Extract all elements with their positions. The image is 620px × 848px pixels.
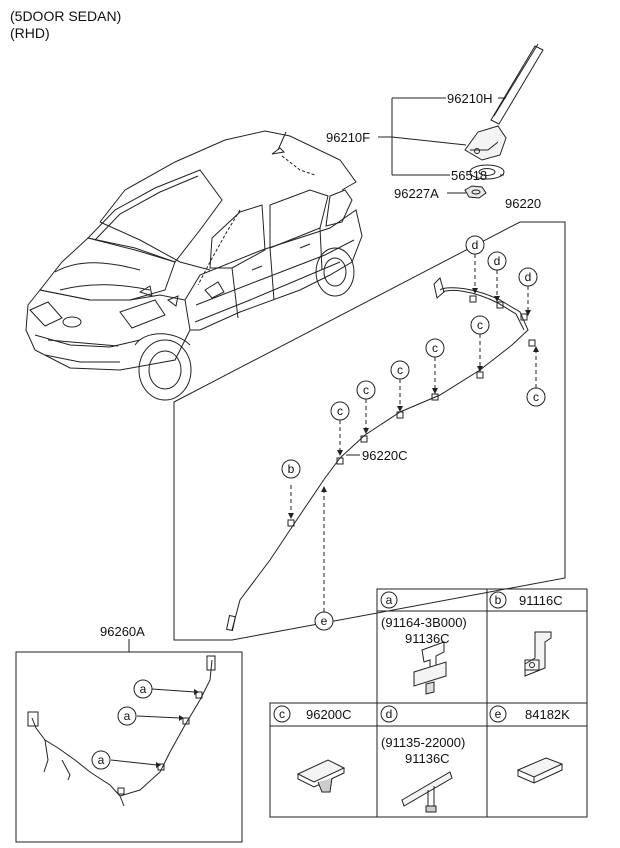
callout-c-1: c	[477, 318, 483, 332]
part-label-96227A: 96227A	[394, 186, 439, 201]
rear-callout-leaders	[110, 688, 196, 766]
clip-a-drawing	[413, 641, 447, 695]
callout-circles	[91, 235, 546, 770]
rear-callout-arrowheads	[156, 689, 199, 768]
legend-key-c: c	[279, 707, 285, 721]
header-drive: (RHD)	[10, 25, 50, 41]
callout-e-1: e	[321, 614, 328, 628]
legend-d-sub: (91135-22000)	[381, 735, 465, 750]
clip-e-drawing	[516, 757, 564, 784]
part-label-96260A: 96260A	[100, 624, 145, 639]
callout-c-2: c	[432, 341, 438, 355]
callout-a-3: a	[98, 753, 105, 767]
part-label-96210F: 96210F	[326, 130, 370, 145]
callout-d-3: d	[525, 270, 532, 284]
legend-table	[269, 588, 588, 818]
header-model: (5DOOR SEDAN)	[10, 8, 122, 24]
legend-key-e: e	[495, 707, 502, 721]
antenna-leaders	[378, 97, 565, 223]
clip-c-drawing	[296, 759, 346, 793]
rear-cable	[27, 655, 216, 807]
callout-a-2: a	[124, 709, 131, 723]
clip-d-drawing	[401, 771, 453, 813]
callout-c-6: c	[533, 390, 539, 404]
callout-d-1: d	[472, 238, 479, 252]
part-label-56518: 56518	[451, 168, 487, 183]
legend-d-part: 91136C	[405, 751, 450, 766]
legend-a-sub: (91164-3B000)	[381, 615, 467, 630]
legend-b-part: 91116C	[519, 593, 563, 608]
legend-key-b: b	[495, 593, 502, 607]
callout-b-1: b	[288, 462, 295, 476]
legend-c-part: 96200C	[306, 707, 352, 722]
clip-b-drawing	[524, 631, 552, 677]
part-label-96220: 96220	[505, 196, 541, 211]
legend-a-part: 91136C	[405, 631, 450, 646]
callout-c-5: c	[337, 404, 343, 418]
roof-antenna-assembly	[464, 43, 544, 199]
part-label-96220C: 96220C	[362, 448, 408, 463]
car-illustration	[25, 130, 363, 401]
feeder-cable-box	[173, 221, 566, 641]
callout-c-3: c	[397, 363, 403, 377]
legend-e-part: 84182K	[525, 707, 570, 722]
callout-a-1: a	[140, 682, 147, 696]
callout-c-4: c	[363, 383, 369, 397]
rear-cable-box	[15, 639, 243, 843]
feeder-callout-arrowheads	[288, 288, 539, 519]
feeder-callout-leaders	[290, 254, 537, 612]
part-label-96210H: 96210H	[447, 91, 493, 106]
callout-d-2: d	[494, 254, 501, 268]
legend-key-a: a	[386, 593, 393, 607]
legend-key-d: d	[386, 707, 393, 721]
